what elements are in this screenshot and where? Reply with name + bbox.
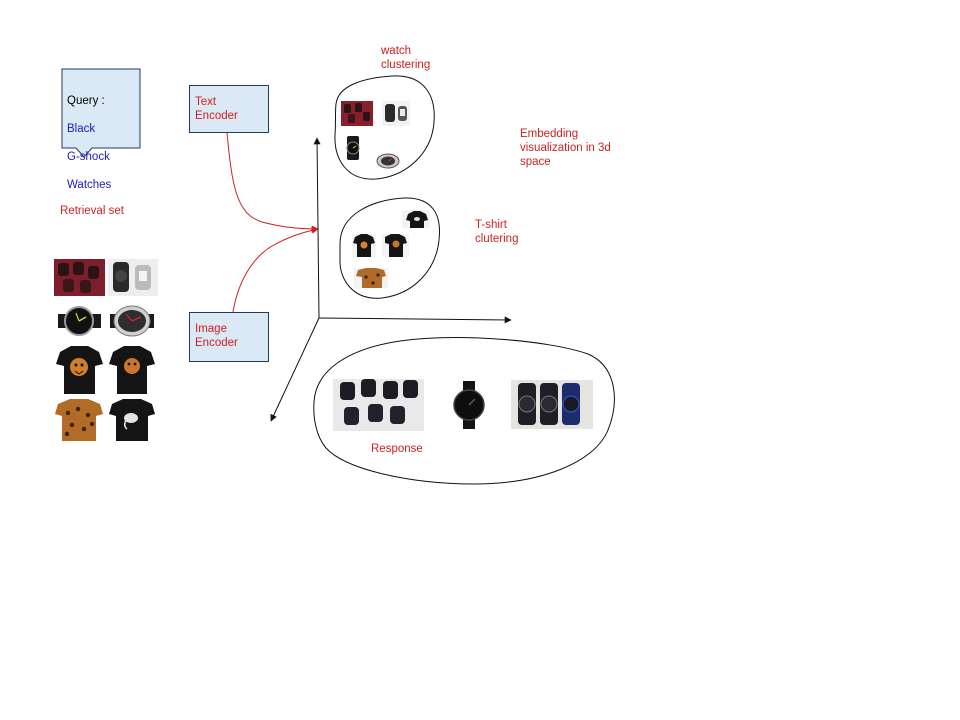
leopard-print-tshirt-thumbnail (54, 398, 105, 441)
leopard-tshirt-small-thumbnail (354, 268, 388, 288)
black-watch-thumbnail (346, 136, 360, 160)
query-callout: Query : Black G-shock Watches (67, 80, 111, 206)
watch-cluster-outline (334, 75, 435, 180)
response-label: Response (371, 443, 423, 455)
x-axis (318, 316, 512, 324)
tshirt-cluster-outline (339, 197, 441, 299)
tiger-tshirt-small-thumbnail (352, 234, 376, 257)
embedding-caption: Embedding visualization in 3d space (520, 128, 611, 168)
tiger-face-tshirt-small-thumbnail (382, 234, 409, 257)
silver-watch-thumbnail (376, 153, 400, 169)
image-encoder-arrow (232, 226, 319, 313)
query-term-color: Black (67, 123, 96, 135)
text-encoder-box: Text Encoder (189, 85, 269, 133)
black-and-white-watches-thumbnail (108, 259, 158, 296)
watch-clustering-label: watch clustering (381, 45, 431, 71)
query-term-brand: G-shock (67, 151, 110, 163)
tshirt-cluster-thumbnails (352, 210, 430, 288)
response-thumbnails (333, 379, 593, 431)
tiger-face-tshirt-thumbnail (108, 346, 156, 394)
text-encoder-label: Text Encoder (195, 96, 238, 122)
patterned-red-watches-thumbnail (341, 101, 373, 126)
z-axis (270, 317, 320, 422)
response-cluster-outline (313, 337, 615, 485)
black-and-white-watches-thumbnail (382, 101, 410, 126)
image-encoder-label: Image Encoder (195, 323, 238, 349)
query-heading: Query : (67, 95, 105, 107)
watch-cluster-thumbnails (341, 101, 410, 169)
text-encoder-arrow (226, 132, 319, 233)
black-analog-watch-thumbnail (54, 300, 105, 342)
y-axis (313, 137, 321, 319)
retrieval-set-label: Retrieval set (60, 205, 124, 217)
elephant-print-tshirt-thumbnail (108, 398, 156, 441)
embedding-axes (270, 137, 512, 422)
elephant-tshirt-small-thumbnail (402, 210, 430, 228)
black-round-watch-thumbnail (445, 381, 493, 429)
black-g-shock-watches-group-thumbnail (333, 379, 424, 431)
black-blue-g-shock-watches-thumbnail (511, 380, 593, 429)
tiger-print-tshirt-thumbnail (54, 346, 105, 394)
image-encoder-box: Image Encoder (189, 312, 269, 362)
query-callout-shape (61, 68, 141, 158)
patterned-red-watches-thumbnail (54, 259, 105, 296)
silver-red-hands-watch-thumbnail (108, 300, 156, 342)
tshirt-clustering-label: T-shirt clutering (475, 219, 519, 245)
retrieval-set-thumbnails (54, 259, 158, 441)
query-term-category: Watches (67, 179, 112, 191)
